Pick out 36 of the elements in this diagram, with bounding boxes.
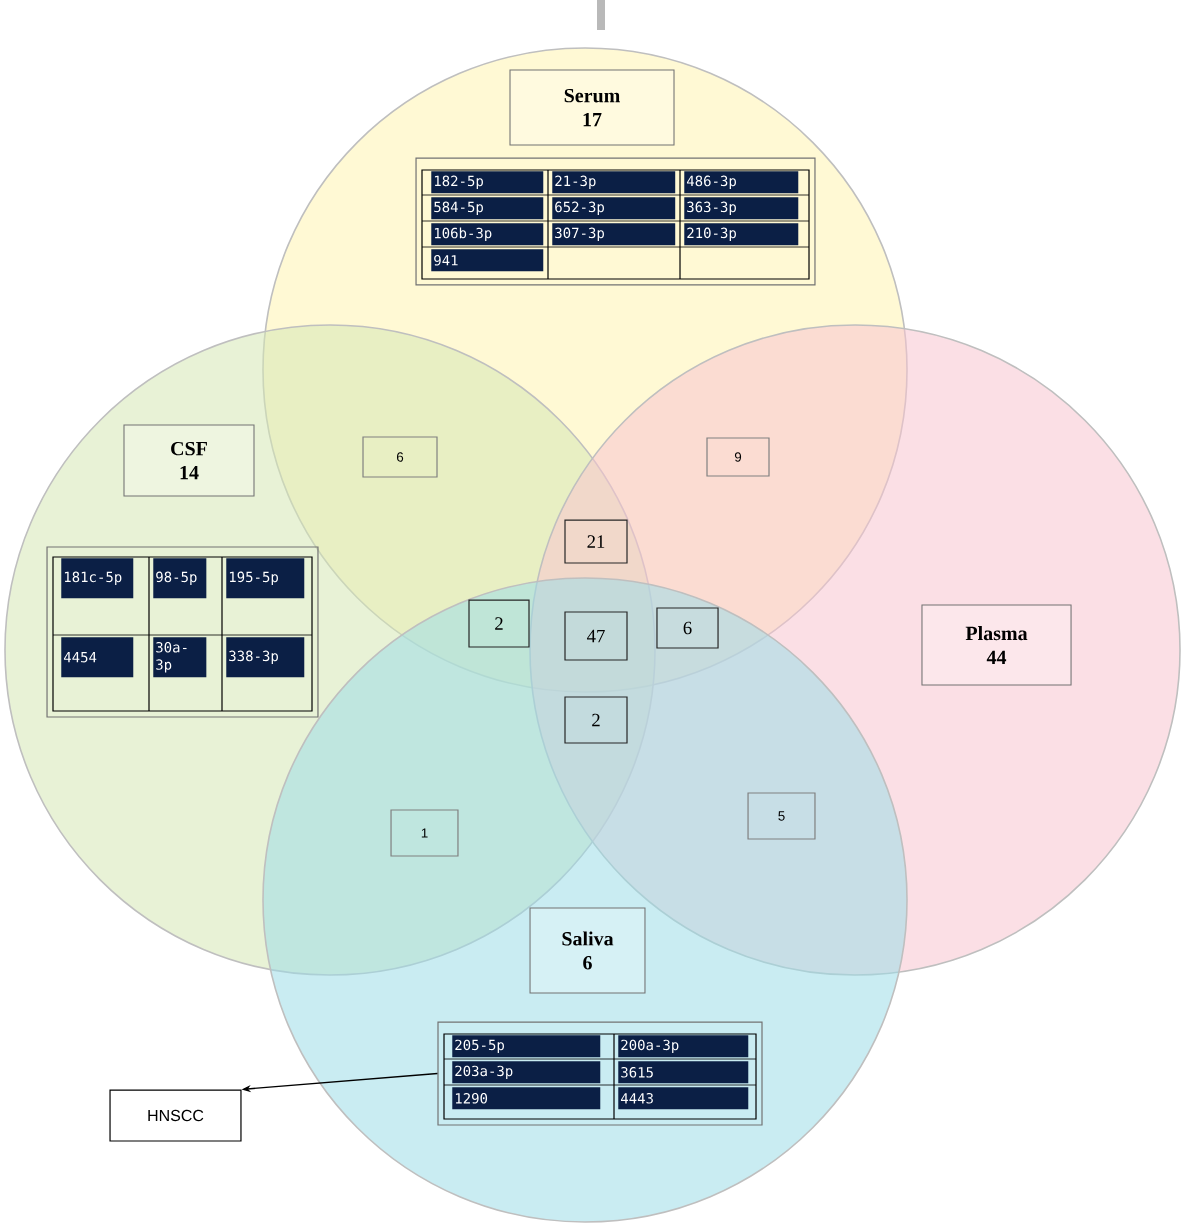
group-label: Saliva 6 <box>529 907 646 994</box>
table-cell: 338-3p <box>226 637 305 678</box>
table-cell: 203a-3p <box>452 1061 601 1084</box>
table-cell: 1290 <box>452 1087 601 1110</box>
group-label: Plasma 44 <box>921 604 1072 686</box>
table-cell: 181c-5p <box>61 558 134 599</box>
count-box: 2 <box>468 599 530 648</box>
count-box: 5 <box>747 792 816 840</box>
count-box: 47 <box>564 611 628 661</box>
table-cell: 98-5p <box>153 558 207 599</box>
count-box: 9 <box>706 437 770 477</box>
table-cell: 486-3p <box>684 171 799 194</box>
table-cell: 4443 <box>618 1087 749 1110</box>
table-cell: 307-3p <box>552 223 676 246</box>
table-cell: 584-5p <box>431 197 544 220</box>
table-cell: 182-5p <box>431 171 544 194</box>
table-cell: 3615 <box>618 1061 749 1084</box>
table-cell: 195-5p <box>226 558 305 599</box>
table-cell: 652-3p <box>552 197 676 220</box>
table-cell: 210-3p <box>684 223 799 246</box>
table-cell: 30a-3p <box>153 637 207 678</box>
text-box: HNSCC <box>109 1089 242 1142</box>
table-cell: 4454 <box>61 637 134 678</box>
table-cell: 363-3p <box>684 197 799 220</box>
count-box: 6 <box>656 607 719 649</box>
table-cell: 941 <box>431 249 544 272</box>
group-label: Serum 17 <box>509 69 675 146</box>
table-cell: 106b-3p <box>431 223 544 246</box>
table-cell: 21-3p <box>552 171 676 194</box>
count-box: 21 <box>564 519 628 564</box>
count-box: 1 <box>390 809 459 857</box>
table-cell: 200a-3p <box>618 1035 749 1058</box>
count-box: 2 <box>564 696 628 744</box>
table-cell: 205-5p <box>452 1035 601 1058</box>
count-box: 6 <box>362 436 438 478</box>
group-label: CSF 14 <box>123 424 255 497</box>
